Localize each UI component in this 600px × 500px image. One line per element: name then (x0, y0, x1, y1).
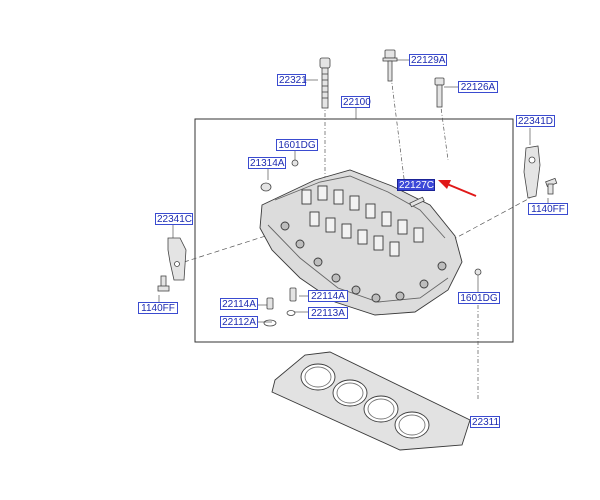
callout-22114a-left[interactable]: 22114A (220, 298, 258, 310)
callout-22341c[interactable]: 22341C (155, 213, 193, 225)
callout-22129a[interactable]: 22129A (409, 54, 447, 66)
head-bolt (319, 57, 331, 109)
callout-22100[interactable]: 22100 (341, 96, 371, 108)
callout-22311[interactable]: 22311 (470, 416, 500, 428)
callout-1140ff-left[interactable]: 1140FF (138, 302, 178, 314)
bracket-left (157, 237, 187, 292)
bracket-right (523, 145, 558, 199)
callout-22341d[interactable]: 22341D (516, 115, 555, 127)
callout-22126a[interactable]: 22126A (458, 81, 498, 93)
callout-22321[interactable]: 22321 (277, 74, 307, 86)
callout-1601dg-bottom[interactable]: 1601DG (458, 292, 500, 304)
pointer-arrow (438, 180, 477, 197)
callout-22113a[interactable]: 22113A (308, 307, 348, 319)
callout-22127c[interactable]: 22127C (397, 179, 435, 191)
bolt-22126a (434, 77, 445, 108)
head-gasket (271, 351, 471, 451)
callout-21314a[interactable]: 21314A (248, 157, 286, 169)
small-fittings (260, 159, 482, 327)
callout-22112a[interactable]: 22112A (220, 316, 258, 328)
callout-22114a-right[interactable]: 22114A (308, 290, 348, 302)
callout-1601dg-top[interactable]: 1601DG (276, 139, 318, 151)
bolt-22129a (382, 49, 398, 82)
assembly-frame (194, 118, 514, 343)
callout-1140ff-right[interactable]: 1140FF (528, 203, 568, 215)
